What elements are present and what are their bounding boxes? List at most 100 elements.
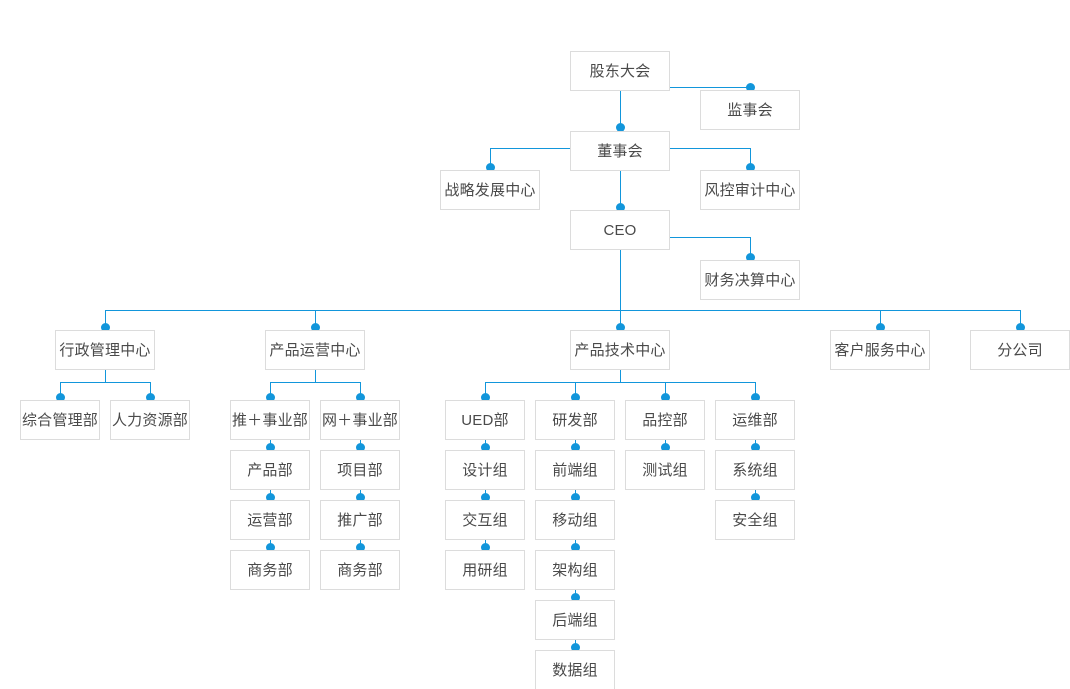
org-node-label: 项目部	[337, 461, 383, 479]
dot-branch	[1016, 323, 1025, 332]
org-node-architect-group[interactable]: 架构组	[535, 550, 615, 590]
org-node-interaction-group[interactable]: 交互组	[445, 500, 525, 540]
connector-stem-tech	[620, 370, 621, 382]
org-node-label: 综合管理部	[21, 411, 98, 429]
org-node-label: 行政管理中心	[59, 341, 151, 359]
org-node-customer-service[interactable]: 客户服务中心	[830, 330, 930, 370]
dot-finance	[746, 253, 755, 262]
connector-bus-ceo-level4	[105, 310, 1020, 311]
dot-tui	[266, 393, 275, 402]
dot-supervisors	[746, 83, 755, 92]
org-node-label: 风控审计中心	[704, 181, 796, 199]
org-node-data-group[interactable]: 数据组	[535, 650, 615, 689]
org-node-biz-dept-1[interactable]: 商务部	[230, 550, 310, 590]
connector-bus-board-strategy	[490, 148, 570, 149]
org-node-label: 架构组	[552, 561, 598, 579]
dot-system-group	[751, 443, 760, 452]
org-node-admin-center[interactable]: 行政管理中心	[55, 330, 155, 370]
connector-drop-branch	[1020, 310, 1021, 330]
dot-admin	[101, 323, 110, 332]
org-node-board[interactable]: 董事会	[570, 131, 670, 171]
connector-drop-tui	[270, 382, 271, 400]
org-node-frontend-group[interactable]: 前端组	[535, 450, 615, 490]
dot-project-dept	[356, 443, 365, 452]
org-node-hr-dept[interactable]: 人力资源部	[110, 400, 190, 440]
org-node-ops-dept[interactable]: 运营部	[230, 500, 310, 540]
org-node-product-dept[interactable]: 产品部	[230, 450, 310, 490]
org-node-tui-bu[interactable]: 推＋事业部	[230, 400, 310, 440]
org-node-label: 运营部	[247, 511, 293, 529]
org-node-mobile-group[interactable]: 移动组	[535, 500, 615, 540]
connector-drop-risk	[750, 148, 751, 170]
dot-customer-service	[876, 323, 885, 332]
org-node-ued-dept[interactable]: UED部	[445, 400, 525, 440]
org-node-label: 推＋事业部	[231, 411, 308, 429]
dot-hr	[146, 393, 155, 402]
connector-drop-finance	[750, 237, 751, 260]
org-node-design-group[interactable]: 设计组	[445, 450, 525, 490]
org-node-label: 移动组	[552, 511, 598, 529]
org-node-label: 系统组	[732, 461, 778, 479]
org-node-shareholders[interactable]: 股东大会	[570, 51, 670, 91]
dot-interaction-group	[481, 493, 490, 502]
dot-general-admin	[56, 393, 65, 402]
org-node-product-tech[interactable]: 产品技术中心	[570, 330, 670, 370]
dot-architect-group	[571, 543, 580, 552]
org-node-label: 用研组	[462, 561, 508, 579]
connector-drop-hr	[150, 382, 151, 400]
connector-drop-ued	[485, 382, 486, 400]
connector-stem-admin	[105, 370, 106, 382]
org-node-biz-dept-2[interactable]: 商务部	[320, 550, 400, 590]
connector-drop-wang	[360, 382, 361, 400]
org-node-label: 产品技术中心	[574, 341, 666, 359]
org-node-label: 产品部	[247, 461, 293, 479]
org-node-label: 分公司	[997, 341, 1043, 359]
org-node-label: 品控部	[642, 411, 688, 429]
dot-qa	[661, 393, 670, 402]
org-node-branch[interactable]: 分公司	[970, 330, 1070, 370]
org-node-label: 客户服务中心	[834, 341, 926, 359]
org-node-label: 交互组	[462, 511, 508, 529]
org-node-label: 研发部	[552, 411, 598, 429]
org-node-ops-maint-dept[interactable]: 运维部	[715, 400, 795, 440]
org-node-promo-dept[interactable]: 推广部	[320, 500, 400, 540]
org-node-product-ops[interactable]: 产品运营中心	[265, 330, 365, 370]
org-node-label: 安全组	[732, 511, 778, 529]
org-node-system-group[interactable]: 系统组	[715, 450, 795, 490]
dot-wang	[356, 393, 365, 402]
dot-promo-dept	[356, 493, 365, 502]
dot-ceo	[616, 203, 625, 212]
dot-strategy	[486, 163, 495, 172]
dot-product-tech	[616, 323, 625, 332]
dot-ued	[481, 393, 490, 402]
org-node-test-group[interactable]: 测试组	[625, 450, 705, 490]
org-node-general-admin[interactable]: 综合管理部	[20, 400, 100, 440]
org-node-label: 财务决算中心	[704, 271, 796, 289]
org-node-project-dept[interactable]: 项目部	[320, 450, 400, 490]
org-node-label: UED部	[461, 411, 509, 429]
org-node-label: 数据组	[552, 661, 598, 679]
org-node-finance-center[interactable]: 财务决算中心	[700, 260, 800, 300]
dot-biz-dept-2	[356, 543, 365, 552]
org-node-qa-dept[interactable]: 品控部	[625, 400, 705, 440]
org-node-research-group[interactable]: 用研组	[445, 550, 525, 590]
org-node-backend-group[interactable]: 后端组	[535, 600, 615, 640]
org-node-supervisors[interactable]: 监事会	[700, 90, 800, 130]
org-node-label: 前端组	[552, 461, 598, 479]
org-node-strategy-center[interactable]: 战略发展中心	[440, 170, 540, 210]
dot-opsmaint	[751, 393, 760, 402]
org-node-security-group[interactable]: 安全组	[715, 500, 795, 540]
connector-drop-product-tech	[620, 310, 621, 330]
org-node-label: 董事会	[597, 142, 643, 160]
org-node-label: 商务部	[247, 561, 293, 579]
dot-test-group	[661, 443, 670, 452]
dot-frontend-group	[571, 443, 580, 452]
org-node-ceo[interactable]: CEO	[570, 210, 670, 250]
dot-design-group	[481, 443, 490, 452]
org-node-risk-audit-center[interactable]: 风控审计中心	[700, 170, 800, 210]
dot-board	[616, 123, 625, 132]
org-node-rd-dept[interactable]: 研发部	[535, 400, 615, 440]
connector-drop-customer-service	[880, 310, 881, 330]
org-node-wang-bu[interactable]: 网＋事业部	[320, 400, 400, 440]
